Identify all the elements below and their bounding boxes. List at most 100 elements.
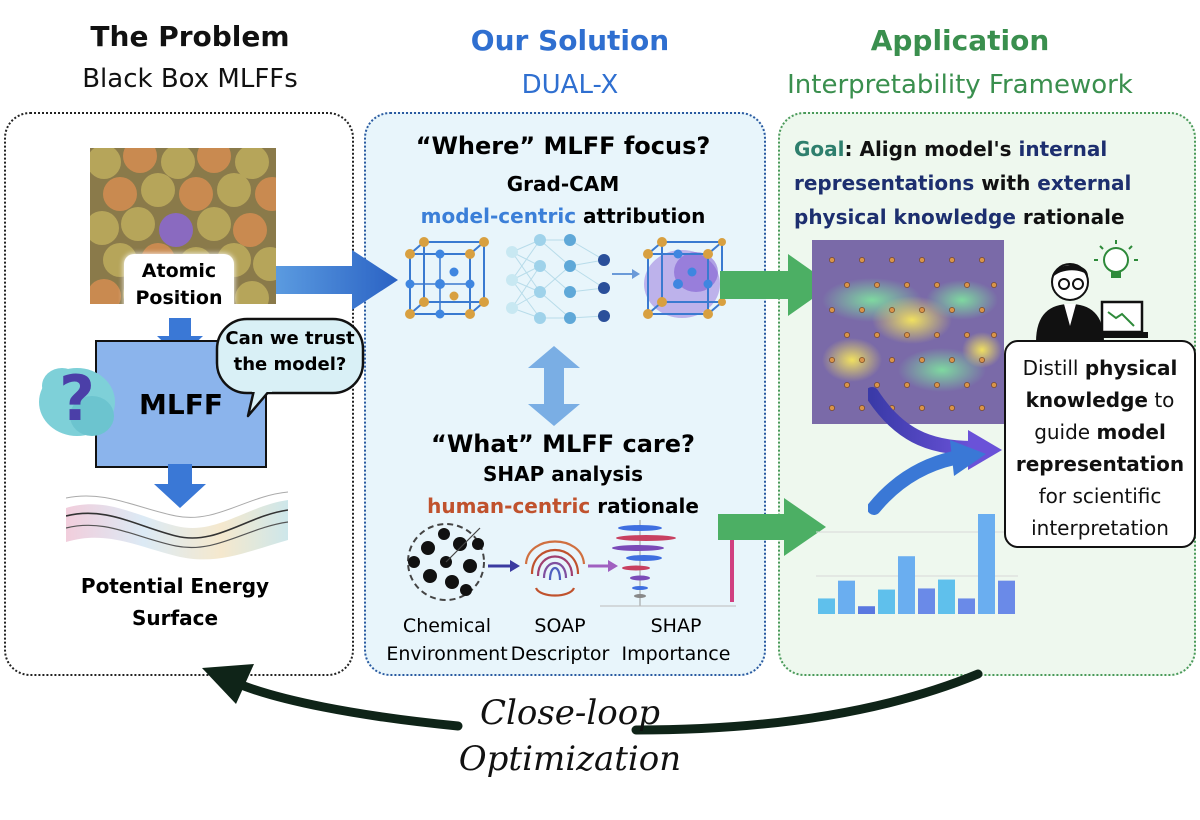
chart-bar [918, 588, 935, 614]
curved-arrow-icon [868, 440, 986, 515]
bidirectional-arrow-icon [528, 346, 580, 426]
gradcam-heatmap [812, 240, 1004, 424]
goal-line3: physical knowledge rationale [794, 200, 1174, 234]
goal-line1-rest: : Align model's [844, 137, 1019, 161]
distill-line2: knowledge to [1006, 384, 1194, 416]
atomic-crystal-image [90, 148, 276, 304]
down-arrow-icon [154, 464, 206, 508]
pes-label: Potential Energy Surface [40, 570, 310, 634]
what-question: “What” MLFF care? [431, 430, 695, 458]
goal-line2: representations with external [794, 166, 1174, 200]
speech-line1: Can we trust [225, 328, 355, 349]
shap-line1: SHAP [650, 615, 702, 637]
chart-bar [998, 580, 1015, 614]
internal-word: internal [1018, 137, 1108, 161]
pes-line1: Potential Energy [80, 574, 270, 598]
question-mark-icon: ? [39, 362, 115, 436]
soap-line2: Descriptor [510, 643, 610, 665]
representations-word: representations [794, 171, 975, 195]
distill-line3: guide model [1006, 416, 1194, 448]
crystal-lattice-icon [405, 237, 489, 319]
right-arrow-icon [720, 254, 832, 316]
chart-bar [858, 606, 875, 614]
label-chemical-environment: Chemical Environment [382, 612, 512, 668]
chemical-line1: Chemical [402, 615, 492, 637]
rationale-word: rationale [597, 494, 699, 518]
soap-line1: SOAP [534, 615, 586, 637]
where-question: “Where” MLFF focus? [415, 132, 711, 160]
distill-line6: interpretation [1031, 516, 1169, 540]
chart-bar [938, 579, 955, 614]
gradcam-network-illustration [405, 234, 726, 324]
model-centric-line: model-centric attribution [380, 204, 746, 228]
chart-bar [898, 556, 915, 614]
application-title: Application [870, 24, 1050, 57]
physical-knowledge-word: physical knowledge [794, 205, 1016, 229]
human-centric-line: human-centric rationale [380, 494, 746, 518]
speech-bubble-text: Can we trust the model? [218, 326, 362, 378]
chart-bar [838, 580, 855, 614]
gradcam-label: Grad-CAM [506, 172, 620, 196]
with-word: with [974, 171, 1038, 195]
distill-to: to [1154, 388, 1175, 412]
mlff-label: MLFF [139, 388, 223, 421]
attribution-lattice-icon [643, 237, 726, 319]
chart-bar [958, 598, 975, 614]
solution-title: Our Solution [470, 24, 670, 57]
svg-text:?: ? [59, 362, 95, 435]
distill-model: model [1096, 420, 1166, 444]
model-centric-word: model-centric [420, 204, 577, 228]
external-word: external [1037, 171, 1132, 195]
atomic-position-label: Atomic Position [124, 254, 234, 316]
close-loop-line2: Optimization [458, 739, 682, 779]
fingerprint-icon [524, 540, 586, 597]
distill-guide: guide [1034, 420, 1091, 444]
chemical-line2: Environment [386, 643, 508, 665]
shap-pipeline-illustration [407, 520, 736, 607]
bar-group [818, 514, 1015, 614]
close-loop-label: Close-loop Optimization [420, 690, 720, 782]
distill-line5: for scientific [1038, 484, 1162, 508]
application-subtitle: Interpretability Framework [787, 70, 1133, 100]
distill-line1: Distill physical [1006, 352, 1194, 384]
scientist-icon [1036, 240, 1148, 342]
human-centric-word: human-centric [427, 494, 591, 518]
lightbulb-icon [1094, 240, 1138, 278]
potential-energy-surface-image [66, 491, 288, 560]
atomic-position-line1: Atomic [141, 260, 217, 282]
problem-title: The Problem [90, 20, 290, 53]
rationale-word: rationale [1015, 205, 1125, 229]
atomic-position-line2: Position [135, 287, 223, 309]
distill-box: Distill physical knowledge to guide mode… [1004, 340, 1196, 548]
label-soap-descriptor: SOAP Descriptor [510, 612, 610, 668]
shap-beeswarm-icon [600, 520, 736, 607]
speech-bubble-shape [215, 317, 365, 418]
goal-text: Goal: Align model's internal representat… [794, 132, 1174, 234]
chart-bar [978, 514, 995, 614]
network-nodes [506, 234, 610, 324]
label-shap-importance: SHAP Importance [618, 612, 734, 668]
goal-word: Goal [794, 137, 845, 161]
distill-knowledge: knowledge [1025, 388, 1148, 412]
problem-subtitle: Black Box MLFFs [82, 64, 298, 94]
down-arrow-icon [157, 318, 203, 358]
neural-network-icon [511, 239, 605, 319]
chemical-environment-icon [407, 523, 485, 601]
close-loop-arrow-icon [202, 664, 983, 735]
close-loop-line1: Close-loop [480, 693, 660, 733]
attribution-word: attribution [583, 204, 706, 228]
chart-bar [818, 598, 835, 614]
chart-bar [878, 589, 895, 614]
problem-panel [4, 112, 354, 676]
right-arrow-icon [718, 498, 826, 556]
pes-line2: Surface [131, 606, 219, 630]
shap-analysis-label: SHAP analysis [482, 462, 644, 486]
distill-physical: physical [1084, 356, 1178, 380]
right-arrow-icon [276, 250, 398, 310]
speech-line2: the model? [233, 354, 347, 375]
heatmap-atoms [829, 257, 997, 411]
goal-line1: Goal: Align model's internal [794, 132, 1174, 166]
distill-line4: representation [1015, 452, 1185, 476]
solution-subtitle: DUAL-X [521, 70, 619, 100]
distill-word: Distill [1022, 356, 1079, 380]
